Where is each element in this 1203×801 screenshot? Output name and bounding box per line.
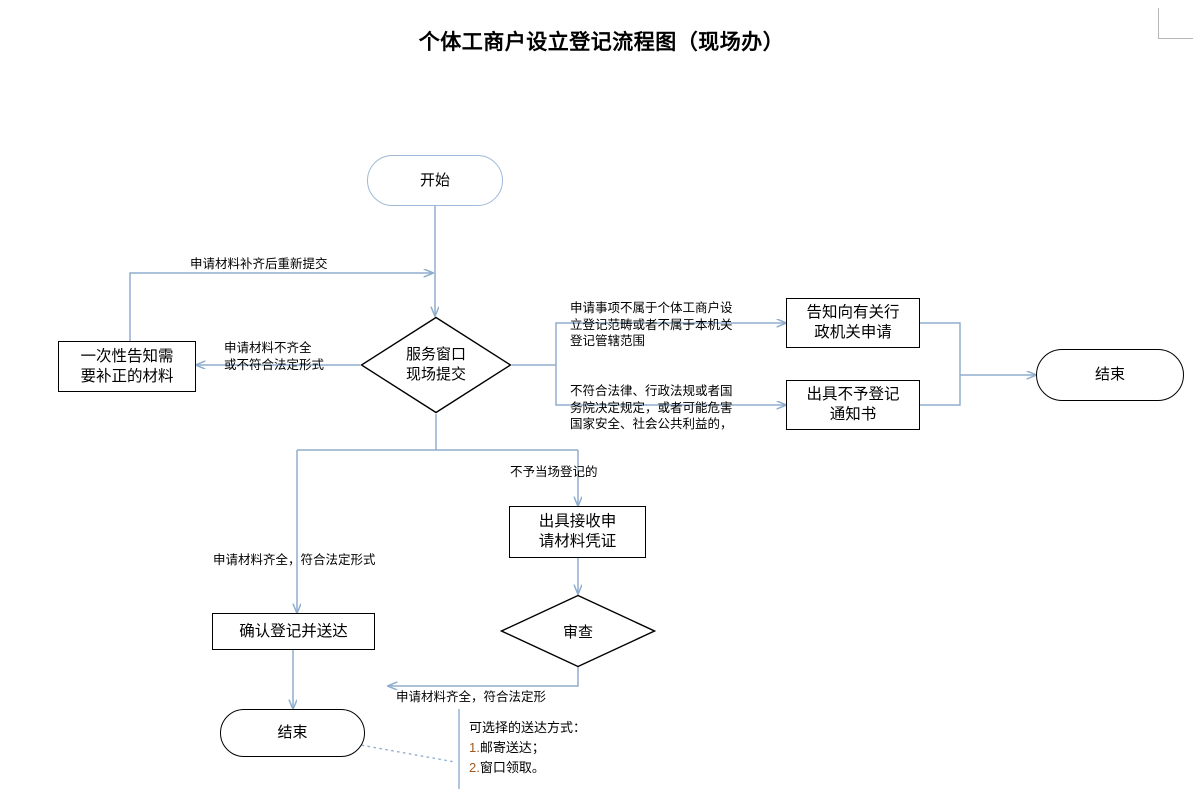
edge-label-resubmit: 申请材料补齐后重新提交 — [190, 257, 328, 271]
edge-label-not-onsite: 不予当场登记的 — [510, 465, 598, 479]
note-heading: 可选择的送达方式： — [469, 720, 587, 735]
edge-correction-resubmit — [129, 273, 433, 341]
note-item-1-number: 1. — [469, 740, 480, 756]
delivery-options-note: 可选择的送达方式： 1.邮寄送达； 2.窗口领取。 — [469, 718, 709, 778]
node-notify-other-agency-label: 告知向有关行 政机关申请 — [806, 304, 900, 341]
edge-label-out-of-scope: 申请事项不属于个体工商户设 立登记范畴或者不属于本机关 登记管辖范围 — [570, 301, 733, 349]
note-item-1: 1.邮寄送达； — [469, 738, 709, 758]
edge-submit-to-other-agency — [555, 323, 786, 365]
node-refusal-notice-label: 出具不予登记 通知书 — [806, 386, 900, 423]
node-submit-decision[interactable]: 服务窗口 现场提交 — [360, 316, 512, 414]
node-end-right-label: 结束 — [1094, 366, 1125, 384]
review-diamond-shape — [499, 594, 657, 668]
node-confirm-register-label: 确认登记并送达 — [239, 622, 348, 640]
node-notify-correction[interactable]: 一次性告知需 要补正的材料 — [58, 341, 196, 392]
node-review-decision[interactable]: 审查 — [499, 594, 657, 668]
edge-review-to-confirm — [388, 666, 579, 686]
edge-label-illegal: 不符合法律、行政法规或者国 务院决定规定，或者可能危害 国家安全、社会公共利益的… — [570, 384, 733, 432]
node-notify-other-agency[interactable]: 告知向有关行 政机关申请 — [786, 298, 920, 348]
node-end-bottom-label: 结束 — [277, 724, 308, 742]
node-notify-correction-label: 一次性告知需 要补正的材料 — [80, 347, 174, 385]
node-start-label: 开始 — [419, 171, 450, 189]
node-start[interactable]: 开始 — [367, 155, 503, 206]
edge-submit-to-refusal — [555, 365, 786, 405]
decision-diamond-shape — [360, 316, 512, 414]
node-receipt-voucher-label: 出具接收申 请材料凭证 — [538, 513, 617, 550]
crop-mark-corner — [1158, 8, 1193, 39]
node-end-bottom[interactable]: 结束 — [220, 709, 365, 757]
edge-refusal-merge — [920, 375, 961, 406]
node-confirm-register[interactable]: 确认登记并送达 — [212, 613, 375, 650]
edge-label-complete-left: 申请材料齐全，符合法定形式 — [213, 553, 376, 567]
node-refusal-notice[interactable]: 出具不予登记 通知书 — [786, 380, 920, 430]
note-item-2: 2.窗口领取。 — [469, 758, 709, 778]
node-end-right[interactable]: 结束 — [1036, 349, 1184, 401]
edge-label-complete-bottom: 申请材料齐全，符合法定形 — [396, 690, 547, 704]
note-item-1-text: 邮寄送达； — [479, 740, 545, 756]
node-submit-decision-label: 服务窗口 现场提交 — [405, 345, 466, 383]
page-title: 个体工商户设立登记流程图（现场办） — [418, 30, 785, 54]
node-receipt-voucher[interactable]: 出具接收申 请材料凭证 — [509, 506, 646, 558]
edge-label-incomplete: 申请材料不齐全 或不符合法定形式 — [224, 341, 325, 372]
note-item-2-number: 2. — [469, 760, 480, 776]
node-review-decision-label: 审查 — [562, 623, 593, 641]
note-item-2-text: 窗口领取。 — [479, 760, 545, 776]
edge-other-agency-merge — [920, 322, 961, 375]
